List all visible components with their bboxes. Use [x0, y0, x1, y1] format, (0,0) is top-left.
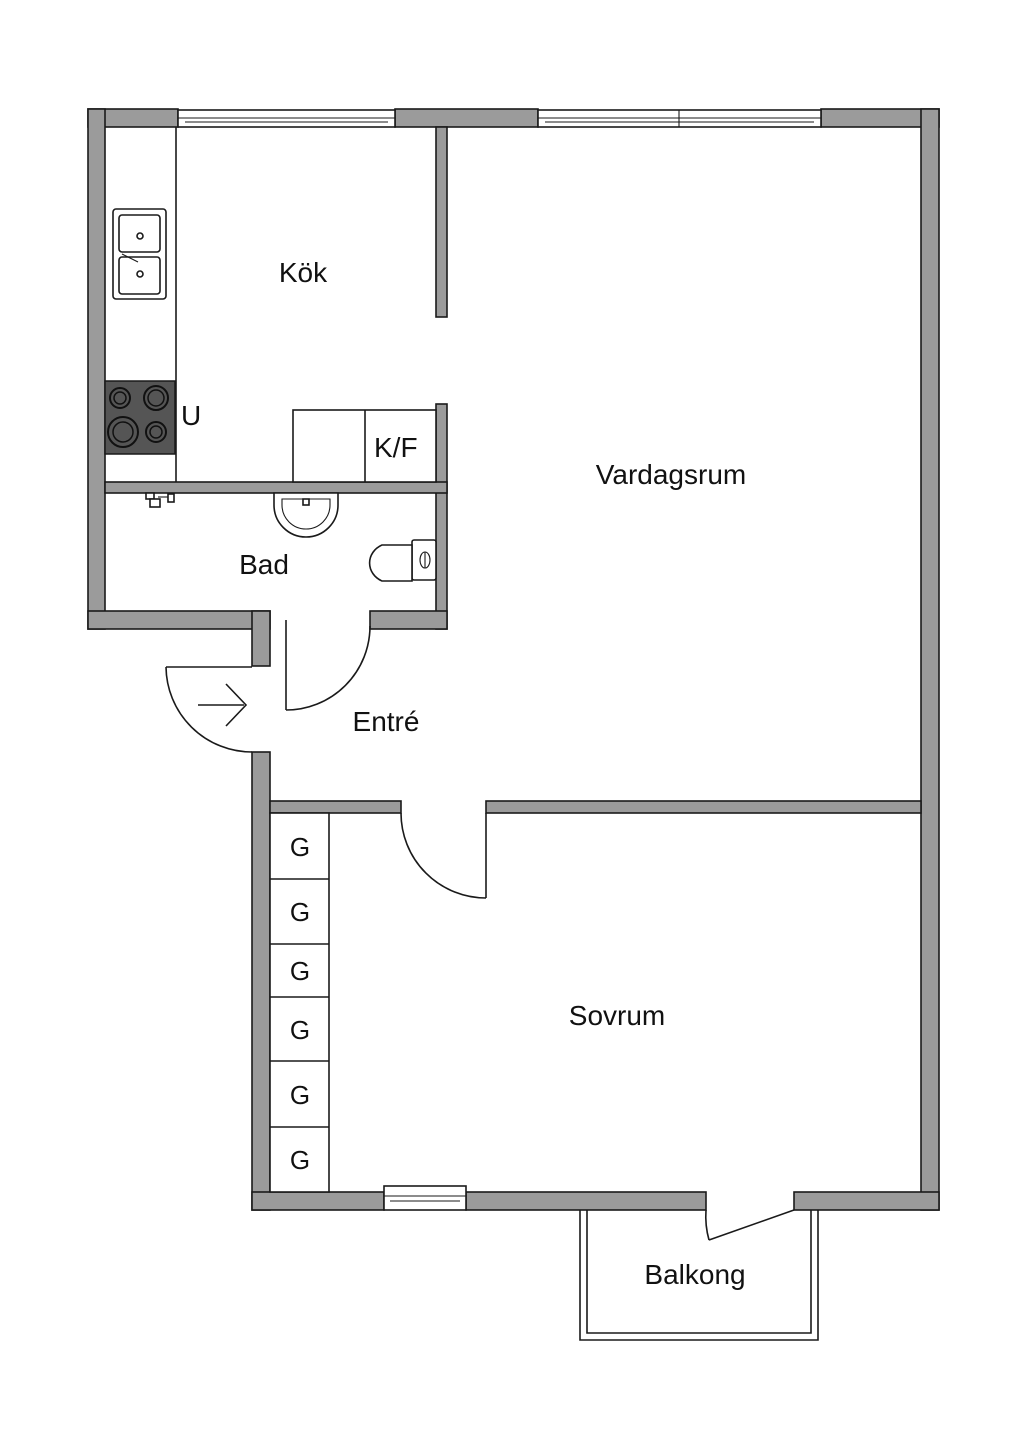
wardrobes: G G G G G G: [269, 812, 330, 1193]
kitchen: U K/F: [104, 127, 437, 483]
bathroom-door: [285, 620, 371, 711]
room-label-balkong: Balkong: [644, 1259, 745, 1290]
wardrobe-label-5: G: [290, 1080, 310, 1110]
wall-bath-bottom: [369, 610, 448, 630]
bathroom: [145, 492, 437, 582]
toilet-icon: [368, 539, 437, 582]
room-label-vardagsrum: Vardagsrum: [596, 459, 746, 490]
entry-door: [165, 666, 253, 753]
walls: [87, 108, 940, 1211]
wardrobe-label-1: G: [290, 832, 310, 862]
balcony-door: [704, 1209, 795, 1241]
wall-left-bottom: [87, 610, 271, 630]
wardrobe-block: [269, 812, 330, 1193]
wardrobe-label-2: G: [290, 897, 310, 927]
room-label-sovrum: Sovrum: [569, 1000, 665, 1031]
sink-icon: [112, 208, 167, 300]
doors: [165, 620, 795, 1241]
wall-living-bedroom-left: [269, 800, 402, 814]
wall-living-bedroom-right: [485, 800, 922, 814]
wall-top-mid: [394, 108, 539, 128]
wardrobe-label-6: G: [290, 1145, 310, 1175]
room-label-kok: Kök: [279, 257, 328, 288]
window-bedroom: [383, 1185, 467, 1211]
wall-kitchen-partition-upper: [435, 126, 448, 318]
room-label-bad: Bad: [239, 549, 289, 580]
wall-right: [920, 108, 940, 1211]
bedroom-door: [400, 812, 487, 899]
wall-entry-jamb-top: [251, 610, 271, 667]
stove-icon: [104, 380, 176, 455]
window-kitchen: [177, 109, 396, 128]
wall-bottom-mid: [465, 1191, 707, 1211]
fridge-freezer-label: K/F: [374, 432, 418, 463]
wall-kitchen-bath: [104, 481, 448, 494]
wall-bottom-right: [793, 1191, 940, 1211]
stove-label: U: [181, 400, 201, 431]
balcony: [579, 1210, 819, 1341]
wall-kitchen-partition-lower: [435, 403, 448, 630]
wardrobe-label-4: G: [290, 1015, 310, 1045]
window-living: [537, 109, 822, 128]
windows: [177, 109, 822, 1211]
wardrobe-label-3: G: [290, 956, 310, 986]
wall-entry-jamb-bottom: [251, 751, 271, 1211]
wall-left: [87, 108, 106, 630]
washbasin-icon: [273, 492, 339, 538]
wall-bottom-left: [251, 1191, 385, 1211]
room-label-entre: Entré: [353, 706, 420, 737]
shower-icon: [145, 492, 175, 508]
fridge-freezer: [292, 409, 437, 483]
